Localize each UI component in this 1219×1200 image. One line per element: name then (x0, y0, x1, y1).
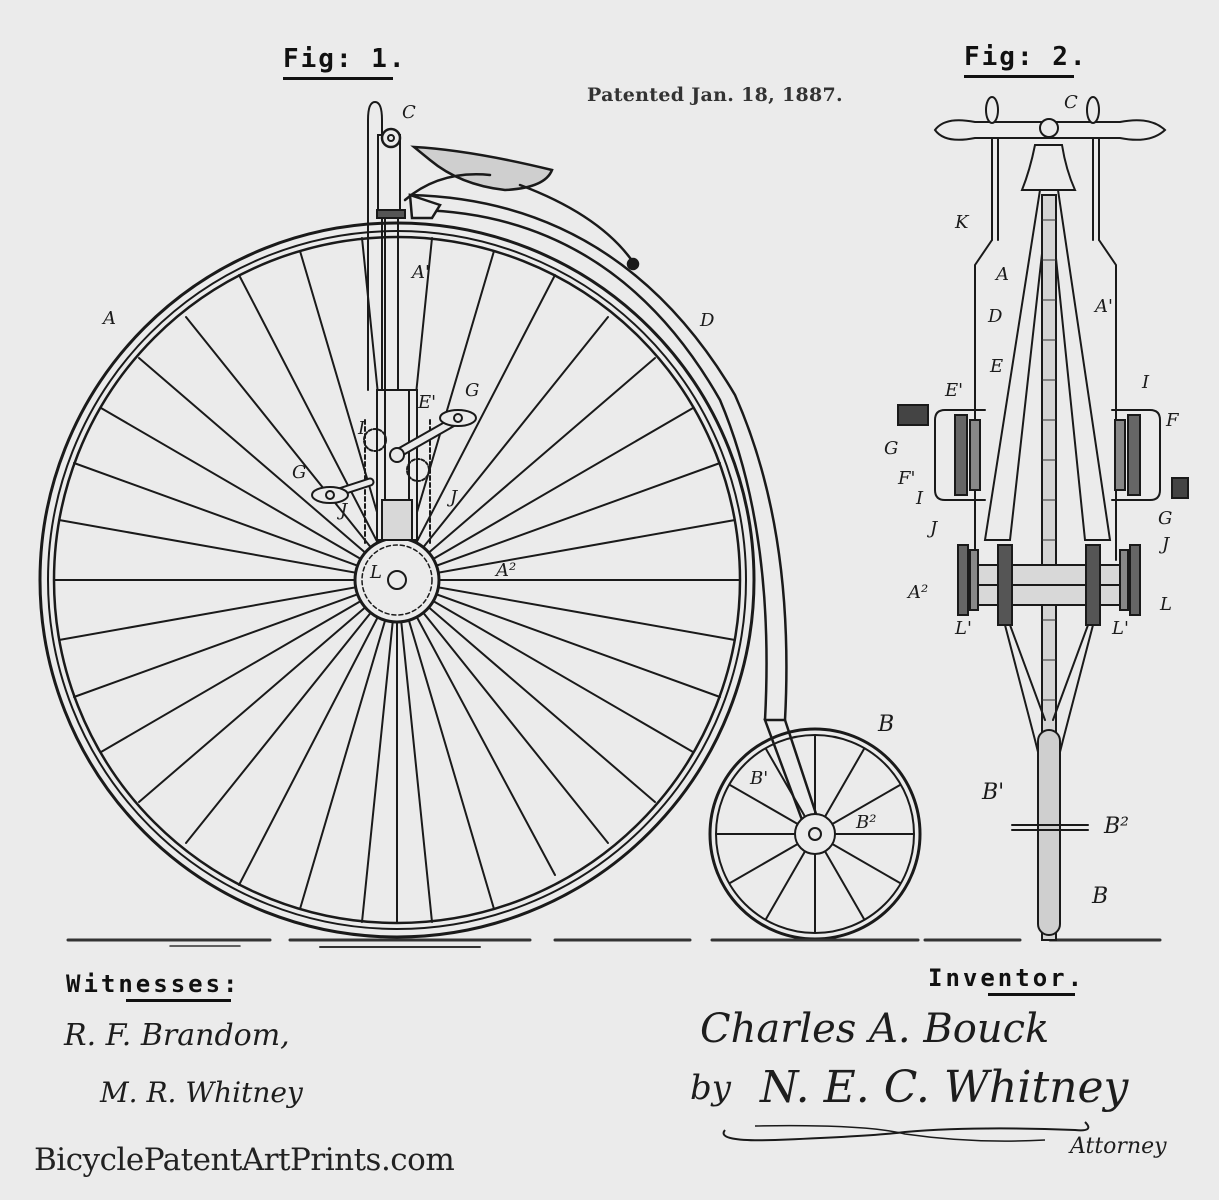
fig1-label-j-right: J (450, 487, 458, 508)
fig2-handlebar (933, 96, 1167, 561)
fig2-label-a: A (996, 264, 1009, 285)
fig2-label-e-prime: E' (945, 380, 964, 401)
patent-date: Patented Jan. 18, 1887. (587, 84, 843, 106)
attorney-title: Attorney (1070, 1134, 1167, 1159)
inventor-signature: Charles A. Bouck (700, 1006, 1050, 1052)
witnesses-heading-text: Witnesses: (66, 970, 241, 998)
fig2-label-g-left: G (884, 438, 899, 459)
fig2-label-i-right: I (1142, 372, 1150, 393)
fig1-front-wheel (38, 221, 756, 939)
fig1-label-a-prime: A' (412, 262, 430, 283)
figure-2-underline (964, 75, 1074, 78)
figure-1-underline (283, 77, 393, 80)
fig2-label-l-right: L (1160, 594, 1172, 615)
fig2-label-k: K (955, 212, 969, 233)
fig2-label-j-right: J (1162, 534, 1170, 555)
inventor-heading-text: Inventor. (928, 964, 1086, 992)
signature-flourish (722, 1121, 1090, 1142)
figure-1-label: Fig: 1. (283, 44, 407, 80)
witnesses-heading: Witnesses: (66, 970, 241, 1002)
fig2-label-a-prime: A' (1095, 296, 1113, 317)
fig2-label-b-prime: B' (982, 780, 1005, 805)
fig2-label-j-left: J (930, 518, 938, 539)
fig1-fork-mechanism (311, 389, 477, 546)
fig2-label-a2: A² (908, 582, 929, 603)
fig1-label-a: A (103, 308, 116, 329)
fig1-saddle (403, 145, 640, 271)
fig1-steering-column (367, 100, 406, 391)
fig2-label-g-right: G (1158, 508, 1173, 529)
fig1-label-d: D (700, 310, 715, 331)
attorney-prefix: by (690, 1068, 731, 1108)
inventor-heading: Inventor. (928, 964, 1086, 996)
fig1-label-i: I (358, 418, 366, 439)
fig2-label-e: E (990, 356, 1004, 377)
figure-2-label: Fig: 2. (964, 42, 1088, 78)
fig1-label-a2: A² (496, 560, 517, 581)
fig2-label-l-prime-left: L' (955, 618, 972, 639)
watermark-website: BicyclePatentArtPrints.com (34, 1142, 455, 1178)
fig1-label-g-upper: G (465, 380, 480, 401)
fig1-label-b2: B² (856, 812, 877, 833)
fig2-label-b: B (1092, 884, 1109, 909)
attorney-signature: N. E. C. Whitney (760, 1062, 1129, 1113)
witness-signature-1: R. F. Brandom, (64, 1018, 290, 1053)
fig2-label-c: C (1064, 92, 1078, 113)
fig1-label-e-prime: E' (418, 392, 437, 413)
fig2-label-f-prime: F' (898, 468, 916, 489)
fig1-rear-wheel (708, 727, 922, 941)
fig1-label-g-lower: G (292, 462, 307, 483)
fig1-label-c: C (402, 102, 416, 123)
inventor-underline (988, 993, 1076, 996)
fig2-label-b2: B² (1104, 814, 1129, 839)
fig2-label-i-left: I (916, 488, 924, 509)
fig2-label-d: D (988, 306, 1003, 327)
figure-1-label-text: Fig: 1. (283, 44, 407, 74)
figure-2-label-text: Fig: 2. (964, 42, 1088, 72)
fig1-label-b: B (878, 712, 895, 737)
witness-signature-2: M. R. Whitney (100, 1076, 303, 1109)
fig1-label-l: L (370, 562, 382, 583)
ground-line (66, 938, 1162, 948)
fig2-label-l-prime-right: L' (1112, 618, 1129, 639)
fig1-label-j-left: J (340, 500, 348, 521)
witnesses-underline (126, 999, 231, 1002)
fig2-gear-boxes (897, 404, 1189, 616)
fig1-label-b-prime: B' (750, 768, 769, 789)
fig2-frame (959, 189, 1141, 941)
fig2-label-f: F (1166, 410, 1179, 431)
